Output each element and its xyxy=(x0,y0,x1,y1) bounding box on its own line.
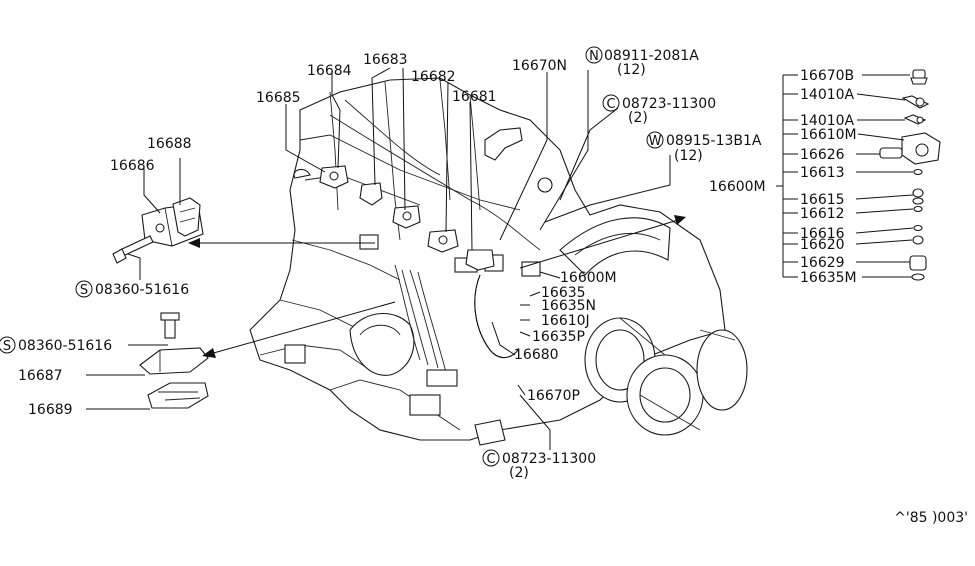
injector-part-label: 16670B xyxy=(800,68,854,84)
fastener-symbol-s-lower-letter: S xyxy=(3,339,11,354)
label-16684: 16684 xyxy=(307,63,352,79)
fastener-symbol-w xyxy=(646,131,664,149)
fastener-symbol-w-letter: W xyxy=(649,134,662,149)
label-16683: 16683 xyxy=(363,52,408,68)
injector-part-label: 14010A xyxy=(800,113,855,129)
label-16635n: 16635N xyxy=(541,298,596,314)
fastener-labels: N 08911-2081A (12) C 08723-11300 (2) W 0… xyxy=(0,46,762,481)
fastener-symbol-n-letter: N xyxy=(589,49,599,64)
sensor-units xyxy=(319,165,495,271)
label-16600m-right: 16600M xyxy=(709,179,766,195)
label-16685: 16685 xyxy=(256,90,301,106)
injector-part-label: 16629 xyxy=(800,255,845,271)
fastener-code-s-lower: 08360-51616 xyxy=(18,338,112,354)
fastener-code-w: 08915-13B1A xyxy=(666,133,762,149)
label-16681: 16681 xyxy=(452,89,497,105)
leader-lines xyxy=(86,67,914,450)
footer-code: ^'85 )003' xyxy=(894,510,968,526)
injector-part-label: 16616 xyxy=(800,226,845,242)
injector-part-label: 16613 xyxy=(800,165,845,181)
fastener-qty-w: (12) xyxy=(674,148,703,164)
fastener-code-c-bottom: 08723-11300 xyxy=(502,451,596,467)
bracket-assembly-lower xyxy=(139,312,209,409)
fastener-symbol-n xyxy=(585,46,603,64)
label-16610j: 16610J xyxy=(541,313,590,329)
fastener-code-c-top: 08723-11300 xyxy=(622,96,716,112)
fastener-qty-c-top: (2) xyxy=(628,110,648,126)
fastener-symbol-s-upper-letter: S xyxy=(80,283,88,298)
fastener-symbol-c-bottom-letter: C xyxy=(486,452,495,467)
injector-part-labels: 16670B 14010A 14010A 16610M 16626 16613 … xyxy=(800,68,857,286)
label-16687: 16687 xyxy=(18,368,63,384)
label-16670n: 16670N xyxy=(512,58,567,74)
fastener-code-s-upper: 08360-51616 xyxy=(95,282,189,298)
fastener-symbol-s-lower xyxy=(0,336,16,354)
fastener-code-n: 08911-2081A xyxy=(604,48,699,64)
label-16680: 16680 xyxy=(514,347,559,363)
injector-part-label: 14010A xyxy=(800,87,855,103)
label-16670p: 16670P xyxy=(527,388,580,404)
injector-part-label: 16615 xyxy=(800,192,845,208)
injector-part-label: 16620 xyxy=(800,237,845,253)
label-16635: 16635 xyxy=(541,285,586,301)
fastener-symbol-c-top-letter: C xyxy=(606,97,615,112)
fastener-qty-c-bottom: (2) xyxy=(509,465,529,481)
fastener-symbol-s-upper xyxy=(75,280,93,298)
label-16686: 16686 xyxy=(110,158,155,174)
label-16688: 16688 xyxy=(147,136,192,152)
label-16682: 16682 xyxy=(411,69,456,85)
label-16600m-mid: 16600M xyxy=(560,270,617,286)
injector-part-label: 16612 xyxy=(800,206,845,222)
injector-part-label: 16626 xyxy=(800,147,845,163)
part-labels: 16684 16683 16682 16681 16685 16670N 166… xyxy=(18,52,766,418)
bracket-assembly-upper xyxy=(112,197,204,264)
label-16635p: 16635P xyxy=(532,329,585,345)
injector-part-label: 16635M xyxy=(800,270,857,286)
label-16689: 16689 xyxy=(28,402,73,418)
fastener-qty-n: (12) xyxy=(617,62,646,78)
fastener-symbol-c-bottom xyxy=(482,449,500,467)
fastener-symbol-c-top xyxy=(602,94,620,112)
injector-exploded-parts xyxy=(879,69,941,281)
injector-part-label: 16610M xyxy=(800,127,857,143)
